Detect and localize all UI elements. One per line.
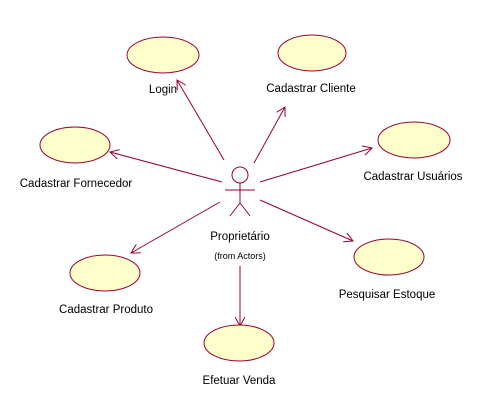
use-case-cadastrar-fornecedor-label: Cadastrar Fornecedor: [20, 178, 133, 190]
associations: [110, 80, 372, 326]
actor-name: Proprietário: [210, 231, 269, 243]
actor-stereotype: (from Actors): [214, 251, 266, 261]
use-case-cadastrar-cliente-ellipse[interactable]: [277, 34, 347, 72]
association-pesquisar-estoque[interactable]: [259, 199, 353, 241]
use-case-efetuar-venda-ellipse[interactable]: [203, 324, 275, 362]
use-case-cadastrar-cliente-label: Cadastrar Cliente: [266, 83, 355, 95]
use-case-cadastrar-produto-label: Cadastrar Produto: [59, 304, 153, 316]
use-case-login-ellipse[interactable]: [126, 36, 200, 74]
actor-icon: [225, 166, 255, 217]
use-case-pesquisar-estoque-label: Pesquisar Estoque: [339, 289, 436, 301]
use-case-cadastrar-produto[interactable]: Cadastrar Produto: [59, 254, 153, 316]
use-case-cadastrar-fornecedor[interactable]: Cadastrar Fornecedor: [20, 126, 133, 190]
use-case-cadastrar-cliente[interactable]: Cadastrar Cliente: [266, 34, 356, 95]
use-case-login-label: Login: [149, 84, 177, 96]
use-case-pesquisar-estoque-ellipse[interactable]: [353, 238, 425, 276]
association-cadastrar-fornecedor[interactable]: [110, 152, 223, 183]
association-login[interactable]: [177, 80, 225, 161]
use-case-cadastrar-fornecedor-ellipse[interactable]: [39, 126, 111, 164]
use-case-cadastrar-usuarios-label: Cadastrar Usuários: [363, 171, 462, 183]
use-case-efetuar-venda[interactable]: Efetuar Venda: [203, 324, 276, 387]
use-case-cadastrar-produto-ellipse[interactable]: [69, 254, 141, 292]
association-cadastrar-produto[interactable]: [131, 201, 221, 253]
use-case-efetuar-venda-label: Efetuar Venda: [203, 375, 276, 387]
association-cadastrar-cliente[interactable]: [253, 107, 285, 164]
use-case-cadastrar-usuarios[interactable]: Cadastrar Usuários: [363, 121, 463, 183]
actor-proprietario[interactable]: Proprietário (from Actors): [210, 166, 270, 261]
use-case-pesquisar-estoque[interactable]: Pesquisar Estoque: [339, 238, 436, 301]
use-case-login[interactable]: Login: [126, 36, 200, 96]
association-cadastrar-usuarios[interactable]: [259, 148, 372, 183]
use-case-cadastrar-usuarios-ellipse[interactable]: [377, 121, 451, 159]
